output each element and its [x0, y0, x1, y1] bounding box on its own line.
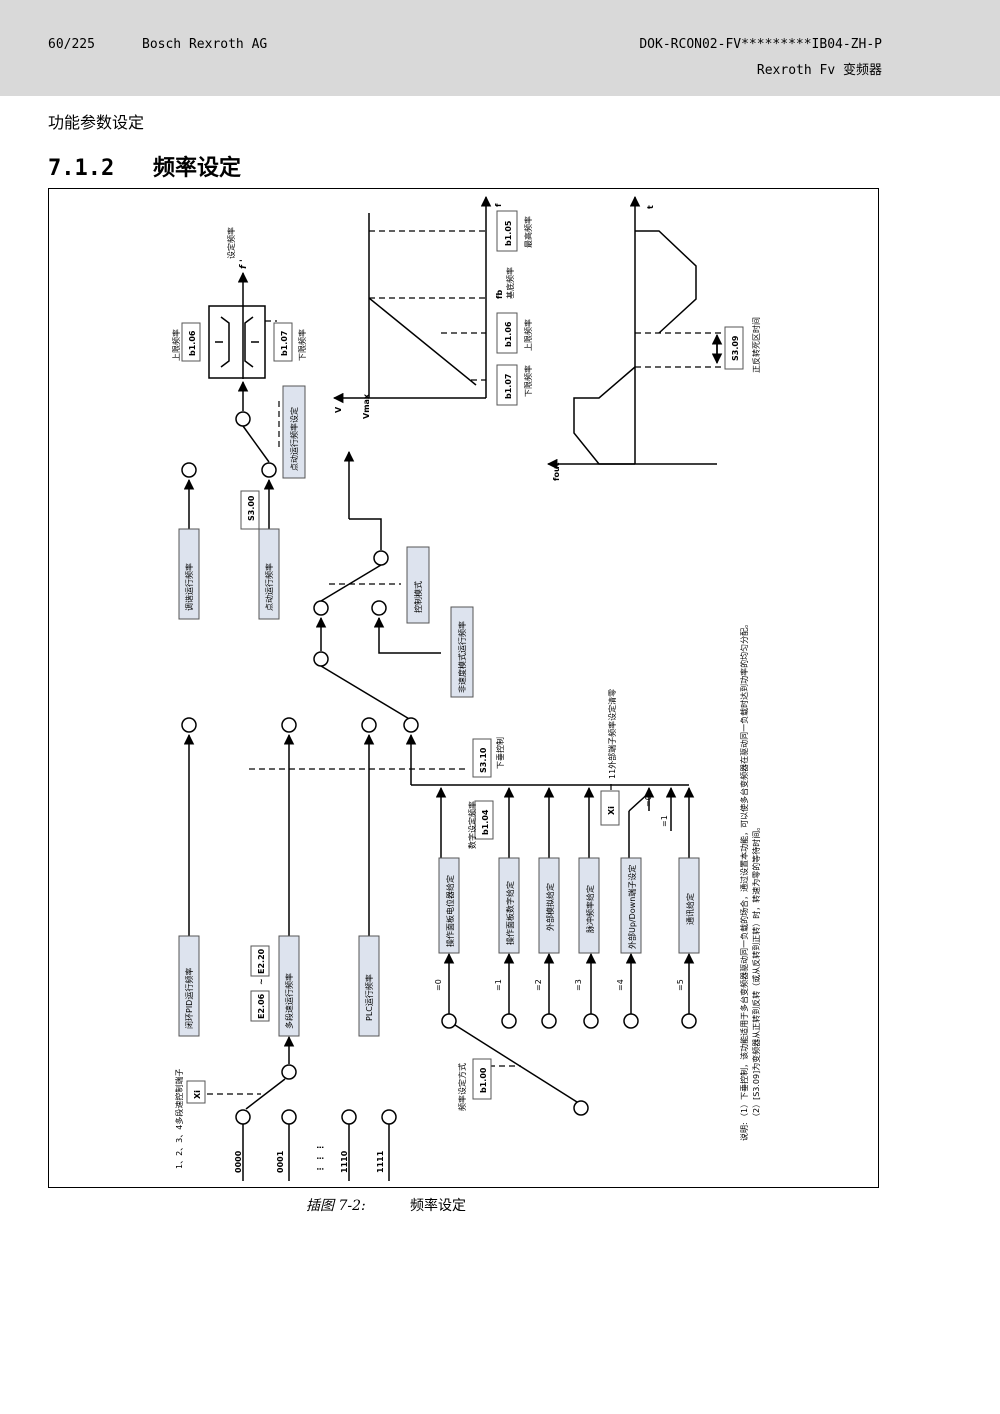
bit-1110: 1110 [340, 1150, 349, 1173]
label-eq1: =1 [494, 979, 503, 991]
product-name: Rexroth Fv 变频器 [756, 63, 882, 78]
label-multi-speed-terminal: 1、2、3、4多段速控制端子 [174, 1069, 184, 1169]
label-panel-digital: 操作面板数字给定 [505, 881, 515, 945]
label-deadband: 正反转死区时间 [751, 317, 761, 373]
code-b100: b1.00 [479, 1067, 488, 1093]
code-b105: b1.05 [504, 220, 513, 246]
code-b107-graph: b1.07 [504, 374, 513, 399]
label-upper-limit: 上限频率 [171, 329, 181, 361]
label-eq0-top: =0 [644, 795, 653, 807]
frequency-setting-diagram: 设定频率 f ' 上限频率 b1.06 b1.07 下限频率 点动运行频率设定 … [171, 195, 761, 1181]
code-xi-bottom: Xi [193, 1090, 202, 1099]
label-closed-loop-pid: 闭环PID运行频率 [184, 968, 194, 1029]
label-comm-setting: 通讯给定 [685, 893, 695, 925]
label-f-prime: f ' [239, 259, 249, 269]
code-e220: E2.20 [257, 948, 266, 974]
heading-number: 7.1.2 [48, 156, 115, 181]
code-b104: b1.04 [481, 809, 490, 835]
label-jog-freq-setting: 点动运行频率设定 [289, 407, 299, 471]
label-fout: fout [552, 462, 561, 481]
label-freq-setting-mode: 频率设定方式 [457, 1063, 467, 1111]
label-non-speed-mode: 非速度模式运行频率 [457, 621, 467, 693]
label-eq4: =4 [616, 979, 625, 991]
bit-0001: 0001 [276, 1150, 285, 1173]
label-eq3: =3 [574, 979, 583, 991]
caption-text: 频率设定 [410, 1198, 466, 1214]
code-b106-left: b1.06 [188, 330, 197, 356]
label-eq1-top: =1 [660, 815, 669, 827]
label-jog-run-freq: 点动运行频率 [264, 563, 274, 611]
label-dash: ~ [257, 978, 266, 985]
label-t-axis: t [646, 205, 655, 209]
label-digital-setting-freq: 数字设定频率 [467, 801, 477, 849]
code-s309: S3.09 [731, 335, 740, 361]
label-eq2: =2 [534, 979, 543, 991]
label-multi-speed-freq: 多段速运行频率 [284, 973, 294, 1029]
figure-frame: 设定频率 f ' 上限频率 b1.06 b1.07 下限频率 点动运行频率设定 … [48, 188, 879, 1188]
heading-title: 频率设定 [153, 156, 242, 181]
bit-ellipsis: ⋮ ⋮ ⋮ [316, 1143, 325, 1173]
label-set-freq: 设定频率 [226, 227, 236, 259]
label-ext-updown: 外部Up/Down端子设定 [627, 865, 637, 949]
code-s300: S3.00 [247, 495, 256, 521]
code-b106-graph: b1.06 [504, 321, 513, 347]
label-control-mode: 控制模式 [413, 581, 423, 613]
page-number: 60/225 [48, 37, 95, 52]
label-max-freq: 最高频率 [523, 216, 533, 248]
label-upper-limit-graph: 上限频率 [523, 319, 533, 351]
label-base-freq: 基底频率 [505, 267, 515, 299]
code-xi-top: Xi [607, 806, 616, 815]
caption-label: 插图 7-2: [306, 1198, 366, 1214]
document-code: DOK-RCON02-FV*********IB04-ZH-P [639, 37, 882, 52]
code-e206: E2.06 [257, 993, 266, 1019]
label-pulse-freq: 脉冲频率给定 [585, 885, 595, 933]
label-lower-limit: 下限频率 [297, 329, 307, 361]
bit-0000: 0000 [234, 1150, 243, 1173]
label-fb: fb [495, 290, 504, 299]
code-b107-left: b1.07 [280, 331, 289, 356]
label-f-axis: f [494, 203, 503, 207]
label-ext-analog: 外部模拟给定 [545, 883, 555, 931]
label-droop-control: 下垂控制 [495, 737, 505, 769]
company-name: Bosch Rexroth AG [142, 37, 268, 52]
label-eq5: =5 [676, 979, 685, 991]
page-header: 60/225 Bosch Rexroth AG DOK-RCON02-FV***… [0, 0, 1000, 96]
section-heading: 7.1.2 频率设定 [48, 150, 241, 182]
label-plc-freq: PLC运行频率 [364, 974, 374, 1021]
note-1: （1）下垂控制，该功能适用于多台变频器驱动同一负载的场合，通过设置本功能，可以使… [739, 620, 749, 1121]
label-lower-limit-graph: 下限频率 [523, 365, 533, 397]
label-ext-terminal-clear: 11外部端子频率设定清零 [607, 689, 617, 779]
label-panel-pot: 操作面板电位器给定 [445, 875, 455, 947]
section-label: 功能参数设定 [48, 113, 145, 132]
note-2: （2）[S3.09]为变频器从正转到反转（或从反转到正转）时，转速为零的等待时间… [751, 823, 761, 1121]
code-s310: S3.10 [479, 747, 488, 773]
label-eq0: =0 [434, 979, 443, 991]
label-tune-run-freq: 调谐运行频率 [184, 563, 194, 611]
bit-1111: 1111 [376, 1150, 385, 1173]
label-v-axis: V [334, 406, 343, 413]
figure-caption: 插图 7-2: 频率设定 [306, 1195, 466, 1215]
note-title: 说明: [739, 1122, 749, 1141]
label-vmax: Vmax [362, 393, 371, 419]
